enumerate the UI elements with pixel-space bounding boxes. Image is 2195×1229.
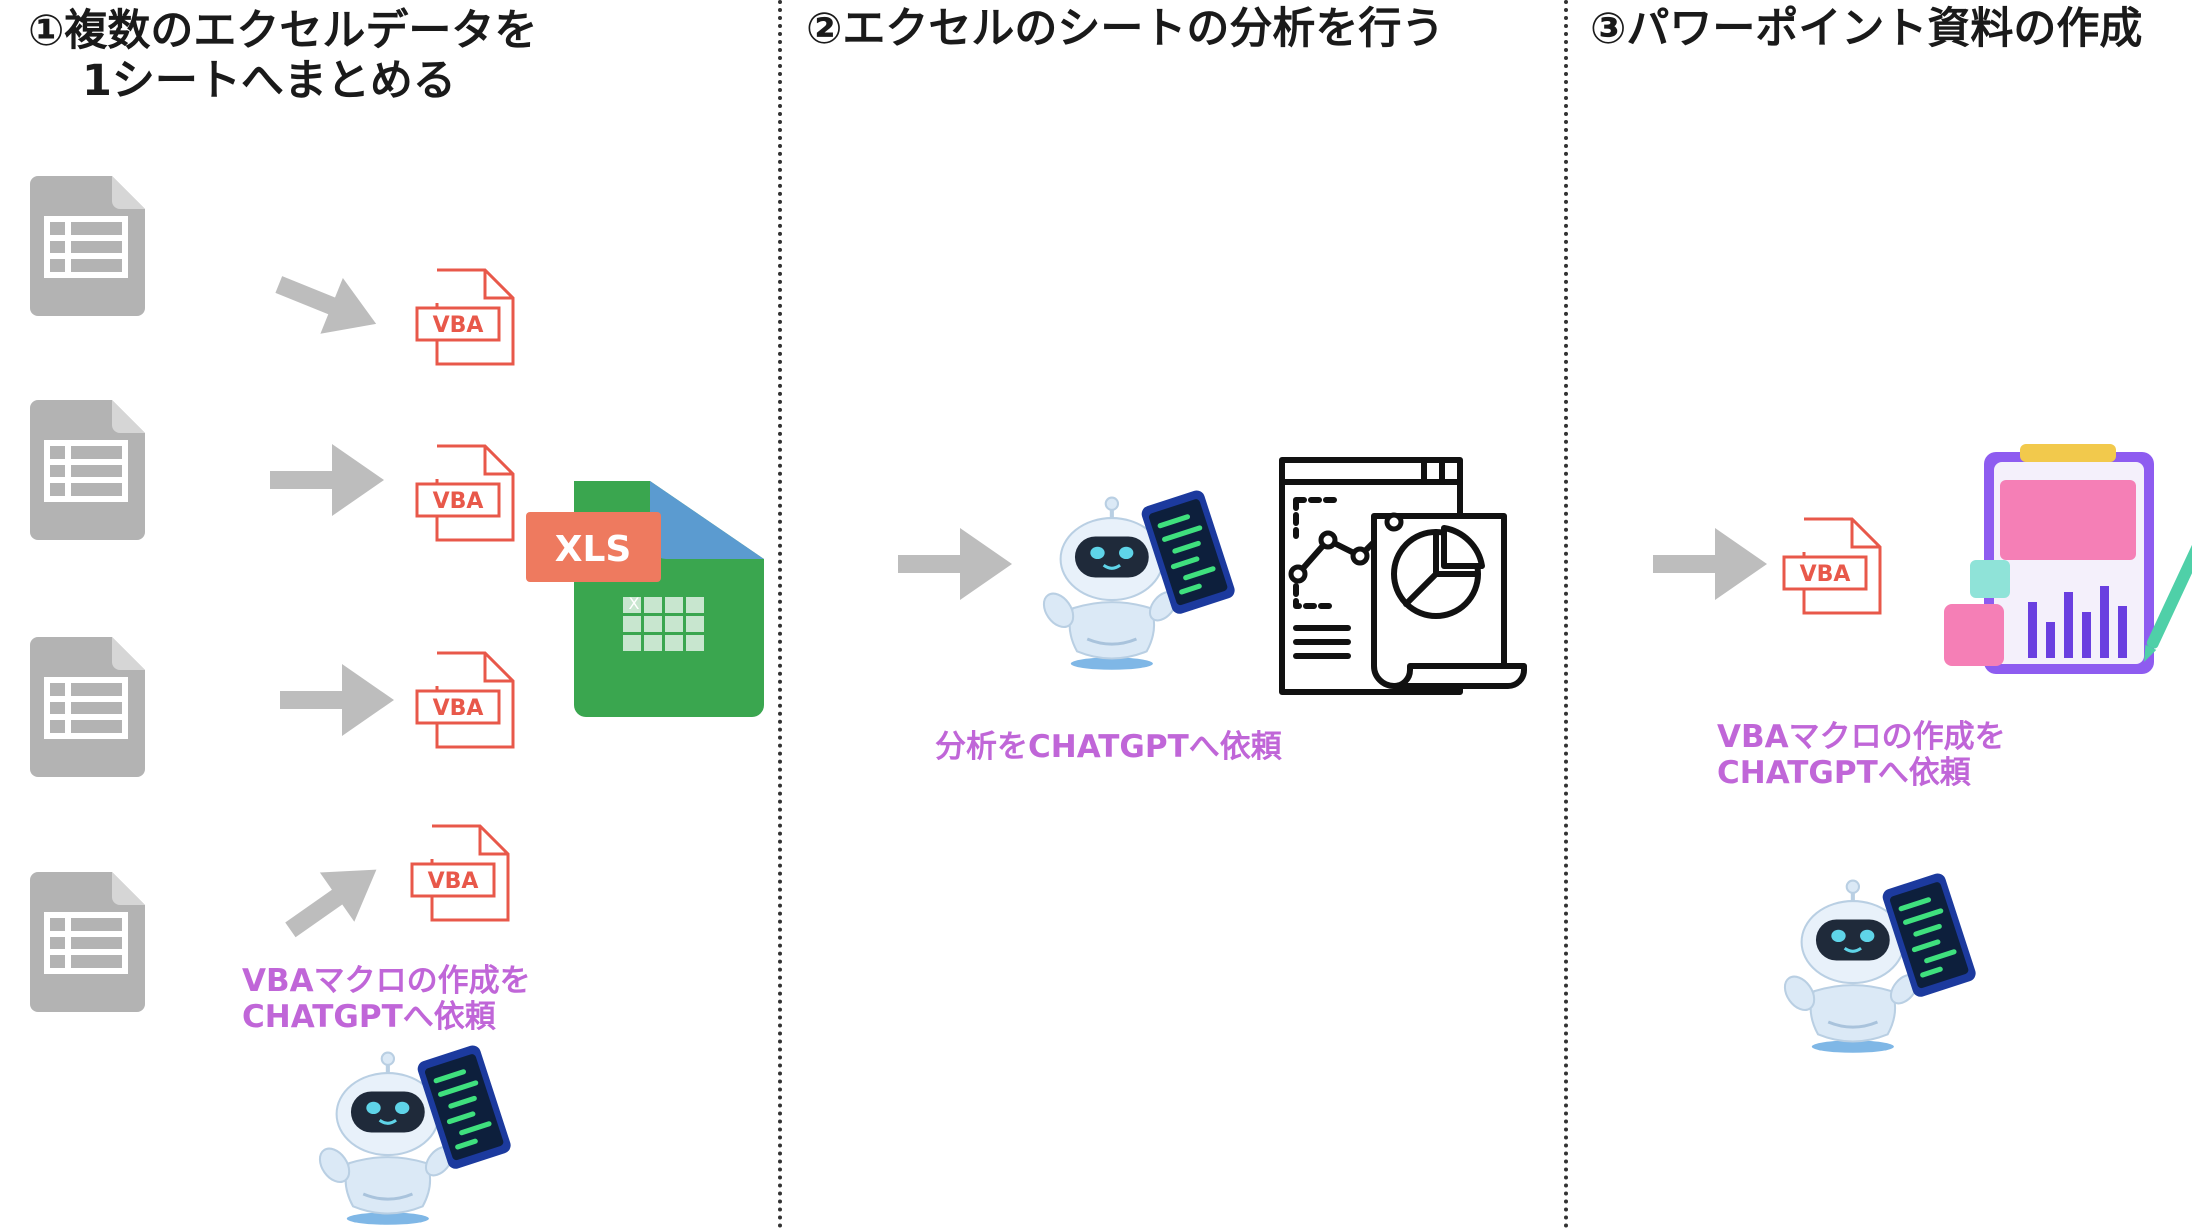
vba-file-icon: VBA [410, 824, 510, 922]
arrow-icon [898, 528, 1012, 600]
spreadsheet-file-icon [30, 872, 145, 1012]
vba-file-icon: VBA [415, 268, 515, 366]
section-3-title: ③パワーポイント資料の作成 [1590, 4, 2142, 54]
section-2-caption: 分析をCHATGPTへ依頼 [935, 729, 1282, 765]
section-3-caption: VBAマクロの作成を CHATGPTへ依頼 [1717, 719, 2006, 791]
section-1-title-line-1: ①複数のエクセルデータを [28, 6, 538, 56]
vba-file-icon: VBA [1782, 517, 1882, 615]
spreadsheet-file-icon [30, 400, 145, 540]
robot-with-tablet-icon [1042, 490, 1235, 670]
vba-label: VBA [433, 489, 484, 514]
section-3-caption-line-1: VBAマクロの作成を [1717, 719, 2006, 755]
robot-with-tablet-icon [318, 1045, 511, 1225]
xls-x-mark: X [629, 594, 640, 613]
vba-label: VBA [433, 696, 484, 721]
section-divider-2 [1564, 0, 1568, 1229]
section-1-title: ①複数のエクセルデータを 1シートへまとめる [28, 6, 537, 106]
section-divider-1 [778, 0, 782, 1229]
robot-with-tablet-icon [1783, 873, 1976, 1053]
section-1-caption-line-1: VBAマクロの作成を [242, 963, 531, 999]
xls-label: XLS [555, 529, 632, 570]
presentation-clipboard-icon [1944, 444, 2192, 674]
vba-file-icon: VBA [415, 651, 515, 749]
vba-label: VBA [428, 869, 479, 894]
section-1-title-line-2: 1シートへまとめる [82, 56, 456, 106]
arrow-icon [285, 869, 377, 938]
analytics-report-icon [1279, 457, 1527, 695]
arrow-icon [280, 664, 394, 736]
spreadsheet-file-icon [30, 637, 145, 777]
arrow-icon [1653, 528, 1767, 600]
section-2-title: ②エクセルのシートの分析を行う [806, 4, 1444, 54]
section-2-title-line-1: ②エクセルのシートの分析を行う [806, 4, 1445, 54]
vba-file-icon: VBA [415, 444, 515, 542]
vba-label: VBA [433, 313, 484, 338]
section-3-title-line-1: ③パワーポイント資料の作成 [1590, 4, 2143, 54]
section-1-caption-line-2: CHATGPTへ依頼 [242, 999, 496, 1035]
arrow-icon [270, 444, 384, 516]
xls-file-icon: XLS X [526, 481, 764, 717]
section-2-caption-line-1: 分析をCHATGPTへ依頼 [935, 729, 1282, 765]
section-3-caption-line-2: CHATGPTへ依頼 [1717, 755, 1971, 791]
section-1-caption: VBAマクロの作成を CHATGPTへ依頼 [242, 963, 531, 1035]
vba-label: VBA [1800, 562, 1851, 587]
arrow-icon [275, 276, 377, 334]
spreadsheet-file-icon [30, 176, 145, 316]
